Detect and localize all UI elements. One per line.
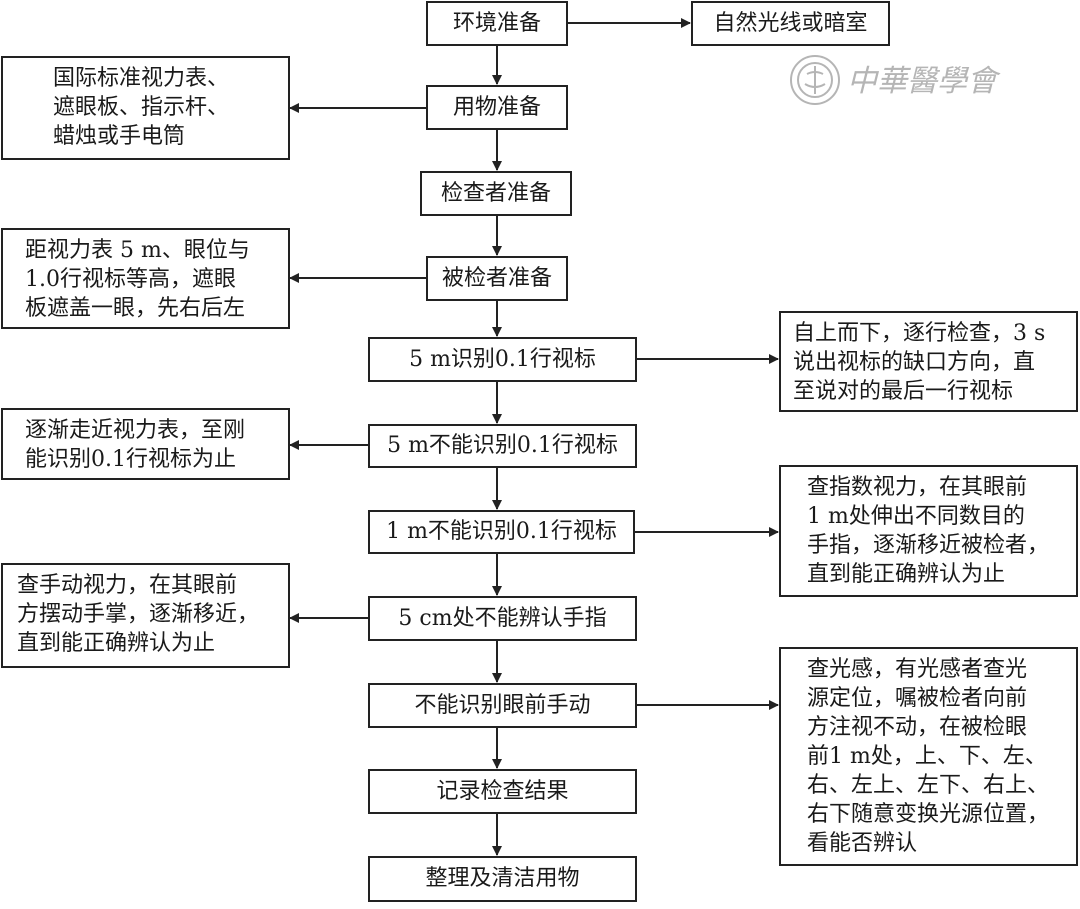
note-line: 手指，逐渐移近被检者， — [807, 533, 1050, 558]
note-line: 1 m处伸出不同数目的 — [807, 504, 1025, 529]
note-line: 右、左上、左下、右上、 — [807, 773, 1050, 798]
step-record-results: 记录检查结果 — [368, 769, 637, 814]
note-line: 自上而下，逐行检查，3 s — [793, 321, 1046, 346]
note-line: 至说对的最后一行视标 — [793, 379, 1014, 404]
note-examinee: 距视力表 5 m、眼位与 1.0行视标等高，遮眼 板遮盖一眼，先右后左 — [1, 228, 290, 329]
note-line: 遮眼板、指示杆、 — [53, 95, 230, 120]
note-line: 1.0行视标等高，遮眼 — [25, 267, 236, 292]
note-line: 看能否辨认 — [807, 831, 918, 856]
note-line: 直到能正确辨认为止 — [17, 631, 216, 656]
note-line: 逐渐走近视力表，至刚 — [25, 418, 246, 443]
note-cannot-5cm: 查手动视力，在其眼前 方摆动手掌，逐渐移近， 直到能正确辨认为止 — [1, 563, 290, 668]
step-identify-5m: 5 m识别0.1行视标 — [368, 337, 637, 382]
note-line: 查光感，有光感者查光 — [807, 657, 1028, 682]
note-identify: 自上而下，逐行检查，3 s 说出视标的缺口方向，直 至说对的最后一行视标 — [779, 311, 1078, 412]
note-supplies: 国际标准视力表、 遮眼板、指示杆、 蜡烛或手电筒 — [1, 56, 290, 160]
watermark-text: 中華醫學會 — [847, 64, 1001, 99]
note-environment: 自然光线或暗室 — [691, 1, 890, 46]
note-line: 查手动视力，在其眼前 — [17, 573, 238, 598]
step-cannot-identify-hand-motion: 不能识别眼前手动 — [368, 683, 637, 728]
note-line: 蜡烛或手电筒 — [53, 124, 186, 149]
note-line: 查指数视力，在其眼前 — [807, 475, 1028, 500]
note-line: 国际标准视力表、 — [53, 66, 230, 91]
note-line: 右下随意变换光源位置， — [807, 802, 1050, 827]
note-line: 方注视不动，在被检眼 — [807, 715, 1028, 740]
watermark-logo: 中華醫學會 — [790, 55, 1001, 105]
step-supplies-prep: 用物准备 — [426, 85, 568, 130]
note-line: 说出视标的缺口方向，直 — [793, 350, 1036, 375]
step-cannot-identify-1m: 1 m不能识别0.1行视标 — [368, 510, 635, 554]
note-line: 直到能正确辨认为止 — [807, 562, 1006, 587]
note-cannot-1m: 查指数视力，在其眼前 1 m处伸出不同数目的 手指，逐渐移近被检者， 直到能正确… — [779, 465, 1078, 597]
step-cannot-recognize-fingers-5cm: 5 cm处不能辨认手指 — [368, 596, 637, 641]
note-line: 前1 m处，上、下、左、 — [807, 744, 1047, 769]
step-tidy-supplies: 整理及清洁用物 — [368, 856, 637, 902]
seal-icon — [790, 55, 840, 105]
note-line: 距视力表 5 m、眼位与 — [25, 238, 250, 263]
step-cannot-identify-5m: 5 m不能识别0.1行视标 — [368, 424, 637, 468]
note-line: 板遮盖一眼，先右后左 — [25, 296, 246, 321]
step-examinee-prep: 被检者准备 — [426, 256, 568, 301]
note-cannot-hand-motion: 查光感，有光感者查光 源定位，嘱被检者向前 方注视不动，在被检眼 前1 m处，上… — [779, 647, 1078, 866]
note-cannot-5m: 逐渐走近视力表，至刚 能识别0.1行视标为止 — [1, 408, 290, 480]
step-environment-prep: 环境准备 — [426, 1, 568, 46]
note-line: 能识别0.1行视标为止 — [25, 447, 236, 472]
step-examiner-prep: 检查者准备 — [420, 171, 572, 216]
note-line: 方摆动手掌，逐渐移近， — [17, 602, 260, 627]
note-line: 源定位，嘱被检者向前 — [807, 686, 1028, 711]
